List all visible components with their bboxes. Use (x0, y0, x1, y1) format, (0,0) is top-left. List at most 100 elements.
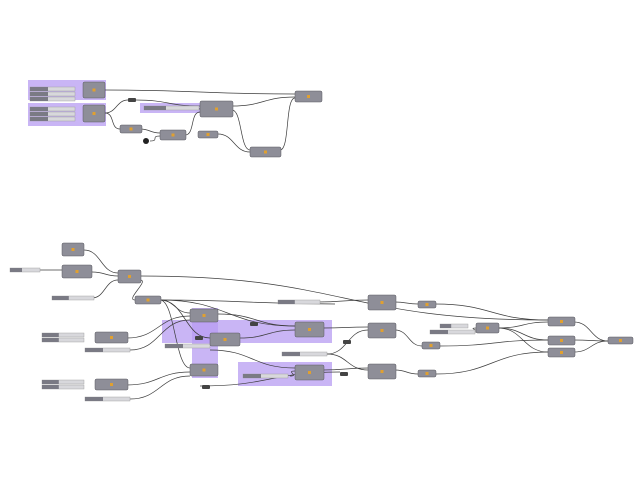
wire (394, 329, 423, 347)
component-icon (128, 275, 131, 278)
slider-label (30, 117, 48, 121)
wire (231, 109, 251, 151)
component-icon (264, 150, 267, 154)
toggle-icon[interactable] (143, 138, 149, 144)
component-icon (380, 301, 384, 304)
slider-label (85, 397, 103, 401)
component-icon (202, 368, 206, 372)
wire (139, 275, 549, 321)
component-icon (110, 336, 113, 339)
wire (394, 301, 419, 305)
wire (159, 299, 211, 339)
slider-label (430, 330, 448, 334)
slider-label (42, 385, 59, 389)
slider-label (10, 268, 22, 272)
slider-label (42, 333, 59, 337)
slider-label (42, 380, 59, 384)
wire (126, 315, 191, 339)
wire (209, 349, 296, 369)
component-icon (110, 383, 113, 386)
component-icon (425, 303, 429, 306)
slider-label (30, 112, 48, 116)
slider-label (440, 324, 452, 328)
wire (91, 271, 119, 277)
component-icon (380, 329, 384, 332)
wire (497, 327, 549, 353)
wire (279, 97, 296, 151)
component-icon (71, 248, 75, 251)
wire (573, 340, 609, 353)
wire (322, 367, 369, 371)
wire (497, 327, 549, 341)
component-icon (486, 326, 489, 330)
wire (394, 369, 419, 375)
relay[interactable] (128, 98, 136, 102)
relay[interactable] (195, 336, 203, 340)
slider-label (85, 348, 103, 352)
component-icon (560, 320, 563, 323)
relay[interactable] (343, 340, 351, 344)
component-icon (429, 344, 433, 347)
component-icon (92, 112, 96, 115)
slider-label (282, 352, 300, 356)
wire (104, 89, 296, 95)
wire (91, 279, 119, 299)
wire (184, 111, 201, 136)
wire (439, 339, 549, 347)
wire (126, 371, 191, 386)
slider-label (30, 107, 48, 111)
wire (573, 321, 609, 342)
wire (129, 375, 191, 400)
component-icon (560, 351, 563, 354)
slider-label (52, 296, 69, 300)
slider-label (165, 344, 183, 348)
wire (434, 303, 549, 321)
slider-label (144, 106, 166, 110)
slider-label (30, 97, 48, 101)
wire (159, 299, 296, 327)
wire (497, 321, 549, 329)
component-icon (171, 133, 175, 137)
component-icon (215, 107, 218, 111)
slider-label (42, 338, 59, 342)
slider-label (30, 87, 48, 91)
wire (149, 135, 161, 142)
wire (239, 329, 296, 339)
component-icon (92, 88, 96, 92)
component-icon (308, 328, 311, 331)
relay[interactable] (340, 372, 348, 376)
component-icon (619, 339, 622, 342)
wire (83, 249, 119, 274)
wire (217, 313, 296, 327)
slider-label (278, 300, 295, 304)
wire (317, 299, 369, 303)
wire (104, 99, 129, 114)
component-icon (560, 339, 563, 342)
relay[interactable] (250, 322, 258, 326)
component-icon (425, 372, 429, 375)
component-icon (380, 370, 384, 373)
wire (129, 319, 191, 351)
wire (289, 370, 296, 377)
slider-label (30, 92, 48, 96)
wire (435, 351, 549, 375)
wire (139, 128, 161, 134)
component-icon (206, 133, 210, 136)
wire (217, 133, 251, 153)
component-icon (308, 371, 311, 374)
wire (326, 353, 369, 371)
wire (132, 279, 143, 301)
component-icon (223, 338, 227, 341)
component-icon (202, 314, 206, 317)
wire (159, 299, 191, 369)
wire (104, 112, 121, 130)
component-icon (129, 127, 133, 131)
wire (322, 326, 369, 329)
slider-label (243, 374, 261, 378)
component-icon (307, 95, 310, 98)
relay[interactable] (202, 385, 210, 389)
component-icon (75, 270, 79, 273)
component-icon (146, 298, 150, 302)
wire (231, 96, 296, 107)
